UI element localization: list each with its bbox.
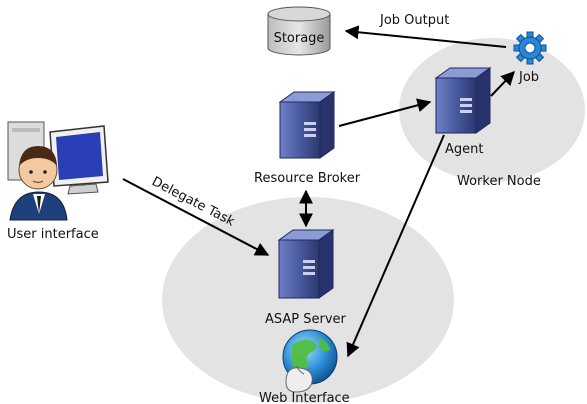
storage-icon <box>267 6 331 56</box>
agent-to-web-arrow <box>346 134 445 358</box>
resource-broker-label: Resource Broker <box>254 171 361 186</box>
job-output-label: Job Output <box>379 13 449 28</box>
server-region <box>162 197 454 403</box>
user-interface-label: User interface <box>7 227 99 242</box>
agent-to-job-arrow <box>490 70 515 97</box>
asap-server-label: ASAP Server <box>265 312 347 327</box>
asap-server-icon <box>277 229 335 299</box>
web-interface-label: Web Interface <box>259 391 350 404</box>
delegate-task-label: Delegate Task <box>149 174 237 230</box>
user-avatar-icon <box>9 146 68 221</box>
gear-icon <box>513 31 547 65</box>
job-label: Job <box>518 70 539 85</box>
resource-broker-server-icon <box>278 91 336 159</box>
storage-label: Storage <box>274 31 325 46</box>
worker-node-region <box>399 38 585 182</box>
mouse-icon <box>285 365 313 393</box>
agent-label: Agent <box>445 142 483 157</box>
worker-node-label: Worker Node <box>457 174 541 189</box>
agent-server-icon <box>434 67 492 134</box>
broker-to-agent-arrow <box>338 98 432 127</box>
delegate-task-arrow <box>122 178 270 256</box>
job-output-arrow <box>344 25 507 48</box>
